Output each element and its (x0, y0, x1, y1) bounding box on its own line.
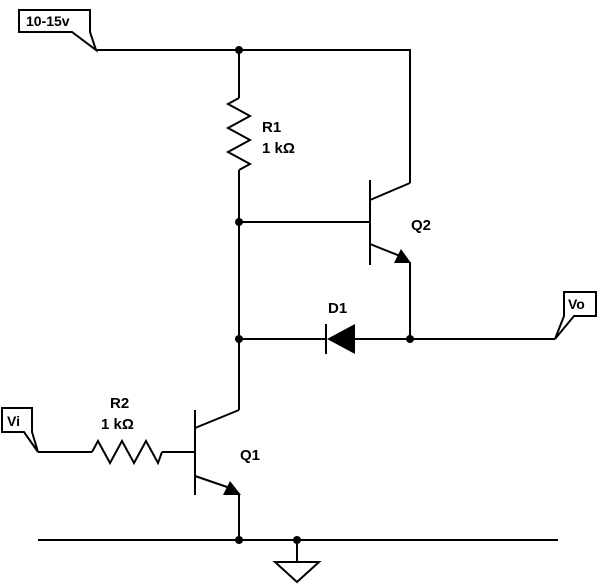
q1-transistor (194, 409, 241, 495)
q2-ref: Q2 (411, 217, 431, 234)
ground-icon (272, 561, 322, 584)
junction-output (406, 335, 414, 343)
junction-q1-ground (235, 536, 243, 544)
r2-ref: R2 (110, 395, 129, 412)
r1-resistor (225, 97, 253, 171)
input-port: Vi (1, 407, 39, 453)
output-port-label: Vo (568, 296, 585, 312)
r2-resistor (91, 438, 163, 466)
input-port-label: Vi (7, 413, 20, 429)
output-port: Vo (554, 291, 597, 340)
d1-ref: D1 (328, 300, 347, 317)
r2-value: 1 kΩ (101, 416, 134, 433)
supply-port-label: 10-15v (26, 13, 70, 29)
supply-rail-wire (96, 49, 411, 183)
q1-ref: Q1 (240, 447, 260, 464)
r1-ref: R1 (262, 119, 281, 136)
supply-port: 10-15v (18, 9, 98, 53)
r1-value: 1 kΩ (262, 140, 295, 157)
d1-diode (325, 324, 355, 354)
q2-transistor (369, 180, 411, 265)
